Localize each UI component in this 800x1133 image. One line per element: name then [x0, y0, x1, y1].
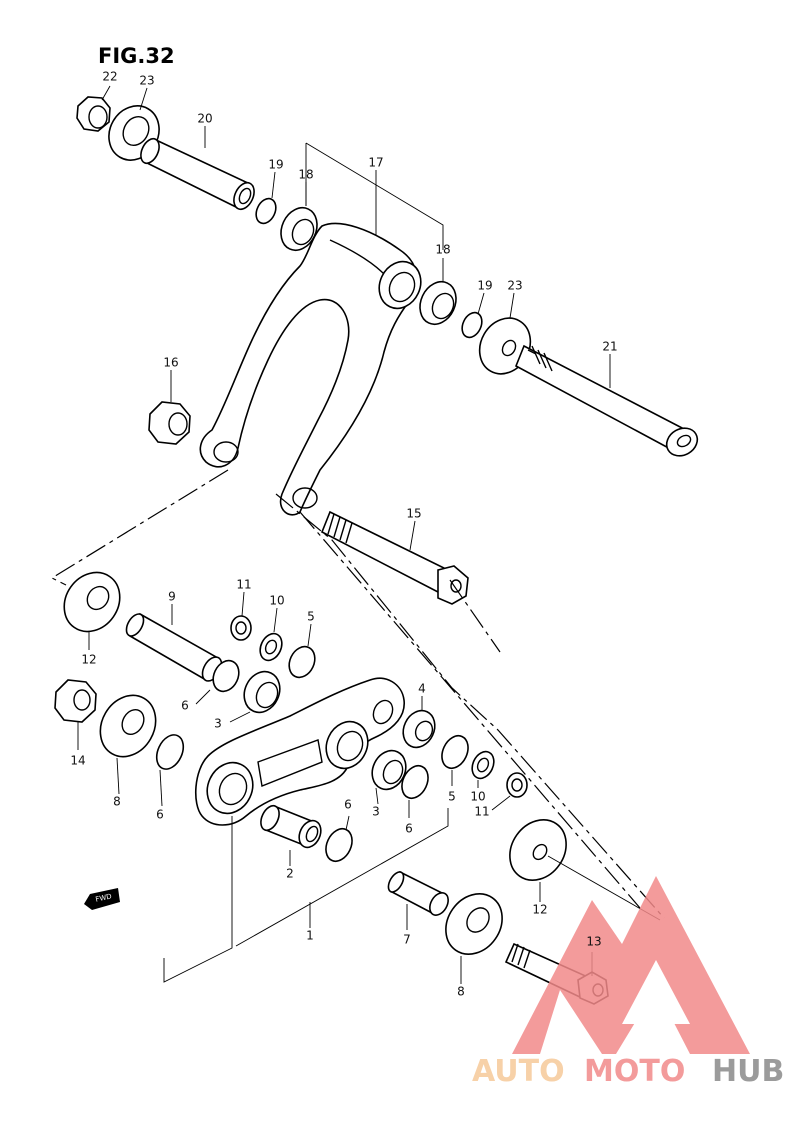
callout-label-p14: 14 [70, 754, 85, 768]
part-5-oring-lower [441, 734, 469, 770]
callout-label-p5a: 5 [307, 610, 315, 624]
callout-label-p23b: 23 [507, 279, 522, 293]
callout-label-p7: 7 [403, 933, 411, 947]
part-19-oring-right [461, 311, 483, 339]
callout-label-p17: 17 [368, 156, 383, 170]
part-5-oring-upper [288, 645, 316, 679]
callout-label-p11a: 11 [236, 578, 251, 592]
callout-label-p19a: 19 [268, 158, 283, 172]
callout-label-p22a: 22 [102, 70, 117, 84]
callout-label-p10a: 10 [269, 594, 284, 608]
bracket-1 [163, 808, 449, 983]
part-8-washer-left [99, 694, 157, 758]
alignment-lines [50, 469, 665, 919]
callout-label-p12a: 12 [81, 653, 96, 667]
callout-label-p12b: 12 [532, 903, 547, 917]
callout-label-p18a: 18 [298, 168, 313, 182]
part-6-oring-b [155, 734, 185, 770]
figure-title: FIG.32 [98, 44, 175, 68]
part-20-spacer [140, 137, 255, 211]
watermark-text-moto: MOTO [584, 1054, 685, 1089]
part-7-spacer [387, 870, 449, 916]
callout-label-p6d: 6 [405, 822, 413, 836]
callout-label-p3a: 3 [214, 717, 222, 731]
callout-label-p5b: 5 [448, 790, 456, 804]
callout-label-p9: 9 [168, 590, 176, 604]
fwd-label: FWD [95, 892, 113, 903]
watermark-text-hub: HUB [712, 1054, 784, 1089]
part-22-nut [76, 96, 111, 132]
part-9-spacer [125, 612, 223, 682]
part-3-bearing-upper [243, 670, 281, 714]
part-2-bearing [260, 804, 322, 849]
part-6-oring-c [401, 764, 429, 800]
part-12-washer-left [63, 571, 121, 633]
callout-label-p6b: 6 [156, 808, 164, 822]
part-12-washer-right [509, 819, 567, 881]
part-1-cushion-rod [194, 677, 405, 826]
part-8-washer-right [445, 893, 503, 955]
callout-label-p18b: 18 [435, 243, 450, 257]
part-11-seal-lower [506, 772, 528, 798]
part-6-oring-a [212, 659, 240, 693]
part-4-collar [402, 709, 436, 749]
callout-label-p1: 1 [306, 929, 314, 943]
part-21-bolt-long [514, 344, 699, 457]
part-11-seal-upper [230, 615, 252, 641]
callout-label-p10b: 10 [470, 790, 485, 804]
part-16-nut [148, 401, 191, 445]
part-10-seal-lower [471, 750, 495, 780]
callout-label-p21: 21 [602, 340, 617, 354]
callout-label-p2: 2 [286, 867, 294, 881]
watermark-logo: AUTO MOTO HUB [472, 876, 784, 1089]
part-18-bearing-right [419, 281, 457, 325]
callout-label-p19b: 19 [477, 279, 492, 293]
part-14-nut [54, 679, 97, 723]
callout-label-p6c: 6 [344, 798, 352, 812]
callout-label-p16: 16 [163, 356, 178, 370]
callout-label-p8a: 8 [113, 795, 121, 809]
callout-label-p8b: 8 [457, 985, 465, 999]
part-10-seal-upper [259, 632, 283, 662]
callout-label-p6a: 6 [181, 699, 189, 713]
callout-label-p11b: 11 [474, 805, 489, 819]
callout-label-p15: 15 [406, 507, 421, 521]
callout-label-p3b: 3 [372, 805, 380, 819]
callout-label-p13: 13 [586, 935, 601, 949]
part-19-oring-left [255, 197, 277, 225]
callout-label-p23a: 23 [139, 74, 154, 88]
watermark-text-auto: AUTO [472, 1054, 565, 1089]
callout-label-p4: 4 [418, 682, 426, 696]
callout-label-p20: 20 [197, 112, 212, 126]
fwd-arrow-badge: FWD [84, 888, 120, 910]
part-17-cushion-lever [199, 222, 422, 516]
